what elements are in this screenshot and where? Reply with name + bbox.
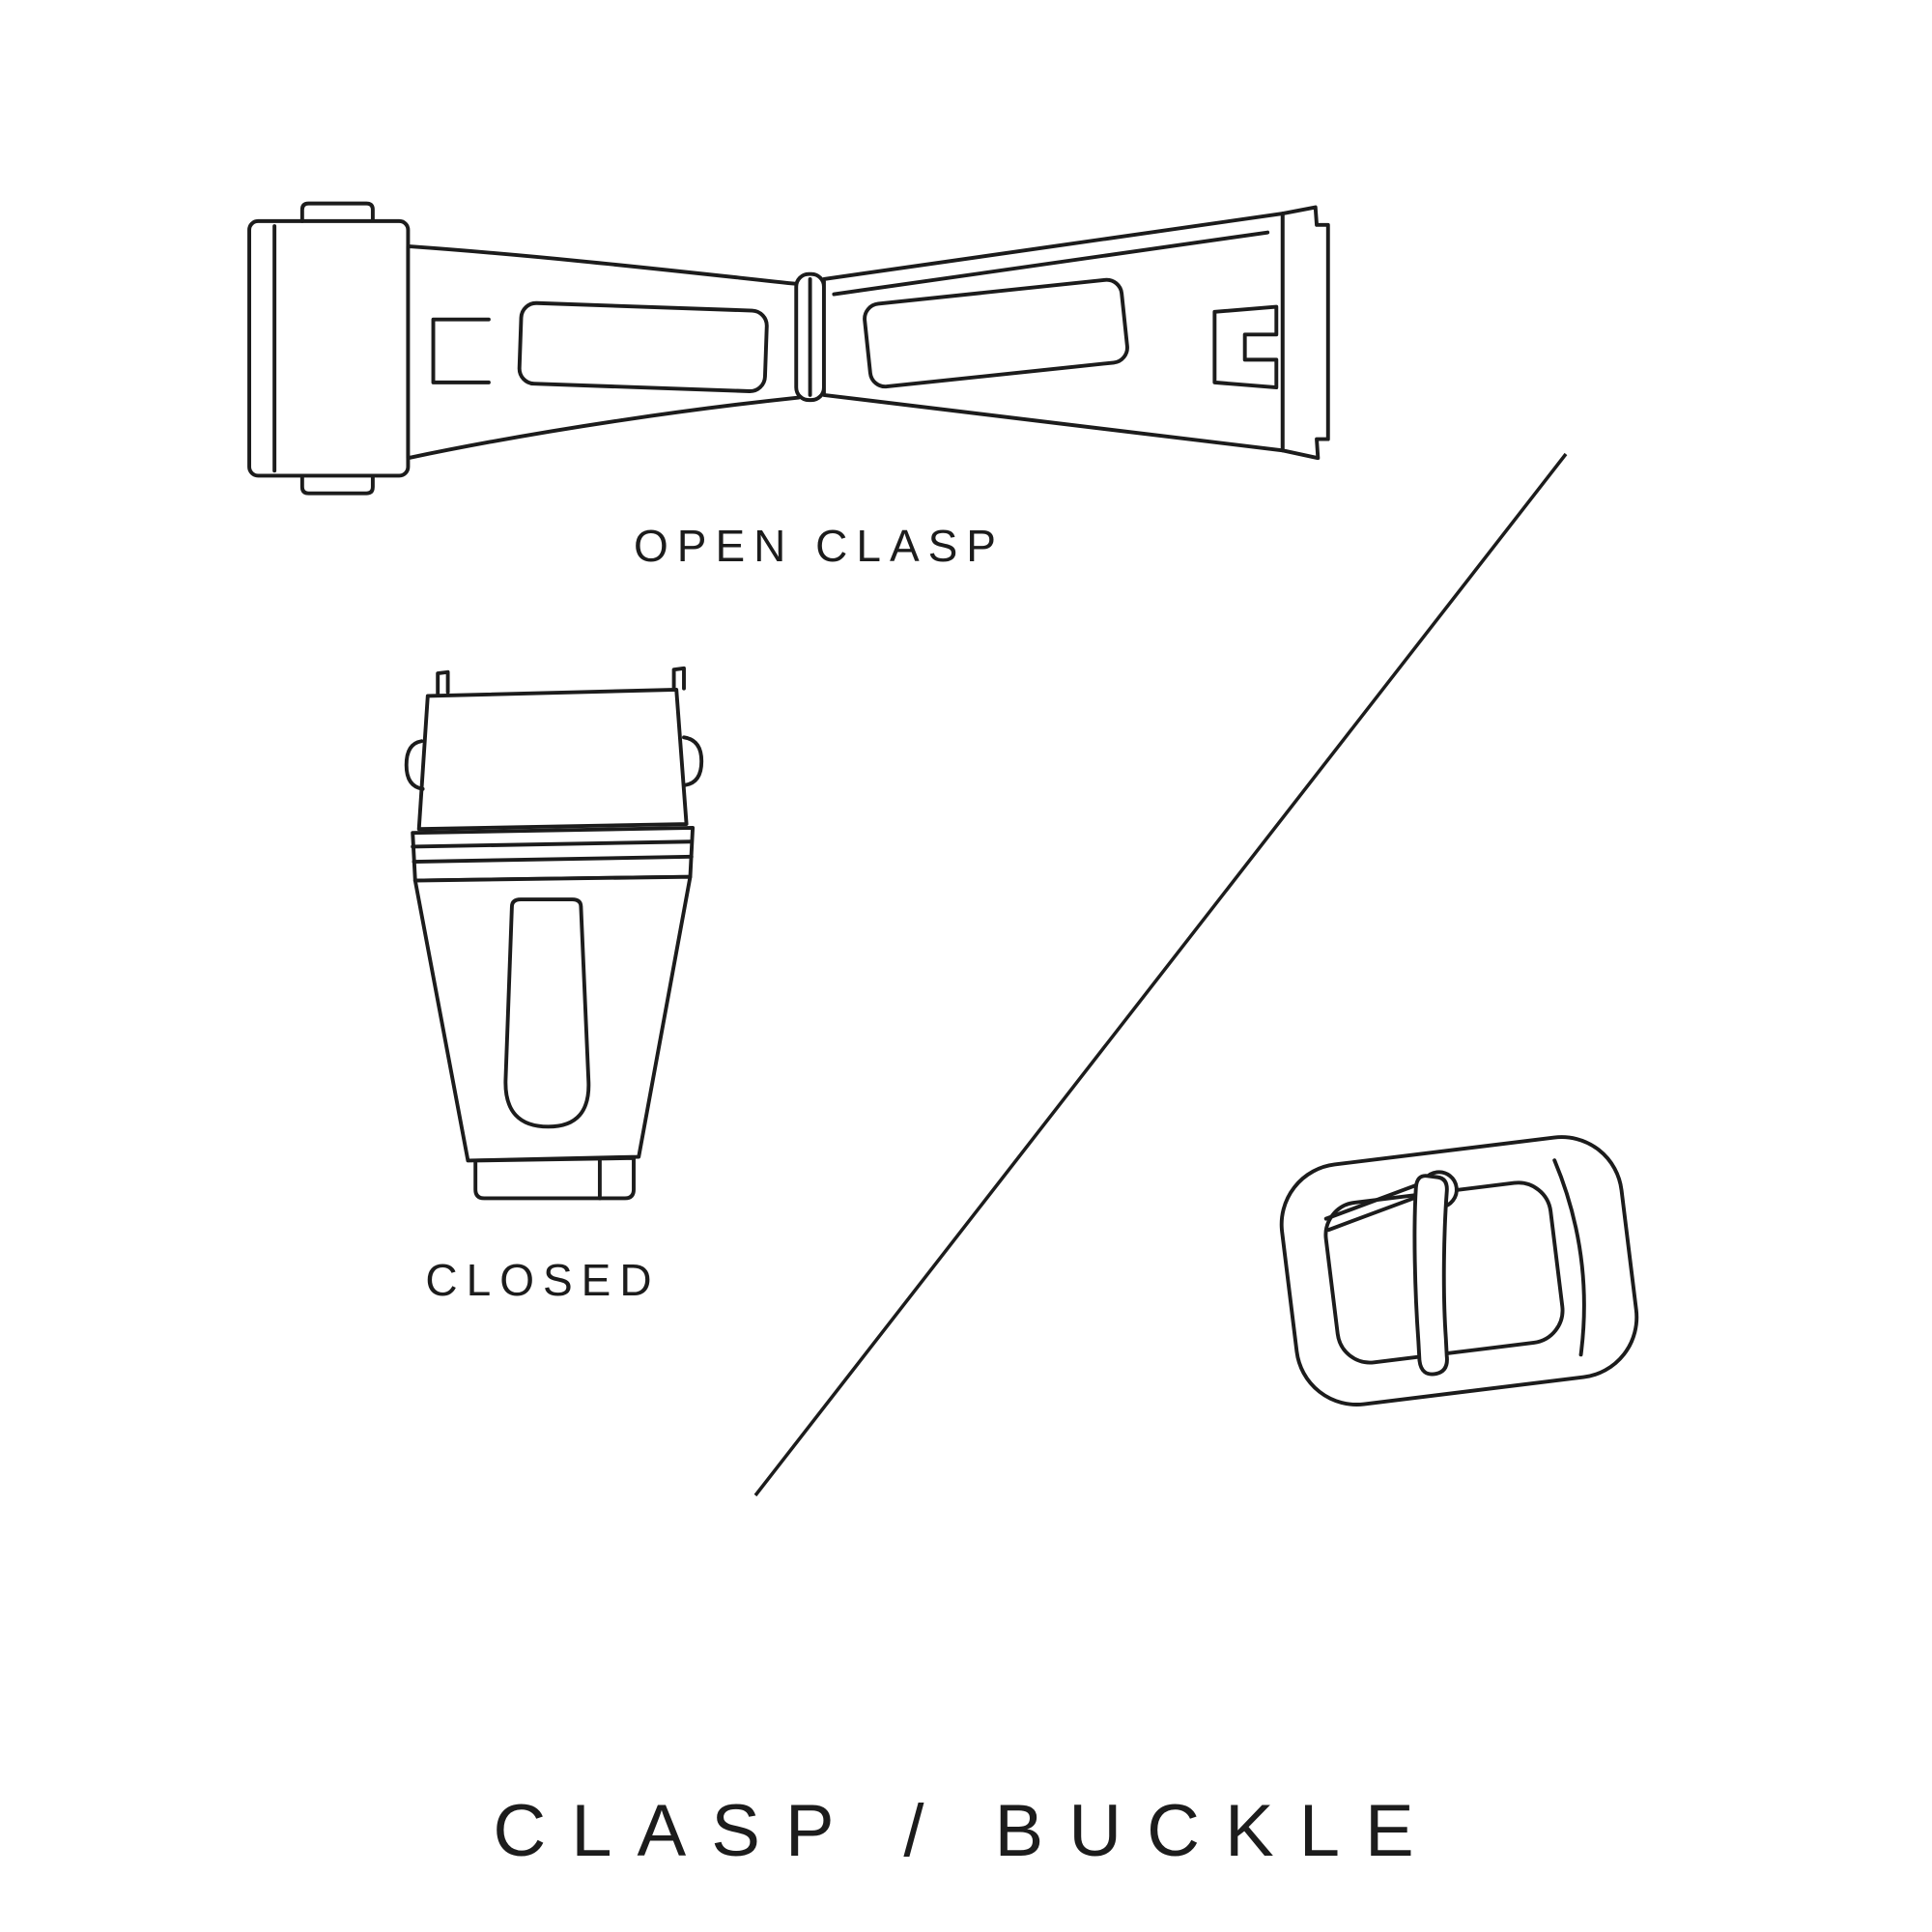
open-clasp-illustration (247, 201, 1330, 496)
pin-buckle-illustration (1279, 1135, 1639, 1406)
closed-clasp-caption: CLOSED (425, 1255, 661, 1305)
page-title: CLASP / BUCKLE (493, 1790, 1439, 1872)
closed-clasp-illustration (404, 666, 704, 1201)
open-clasp-caption: OPEN CLASP (634, 521, 1005, 571)
